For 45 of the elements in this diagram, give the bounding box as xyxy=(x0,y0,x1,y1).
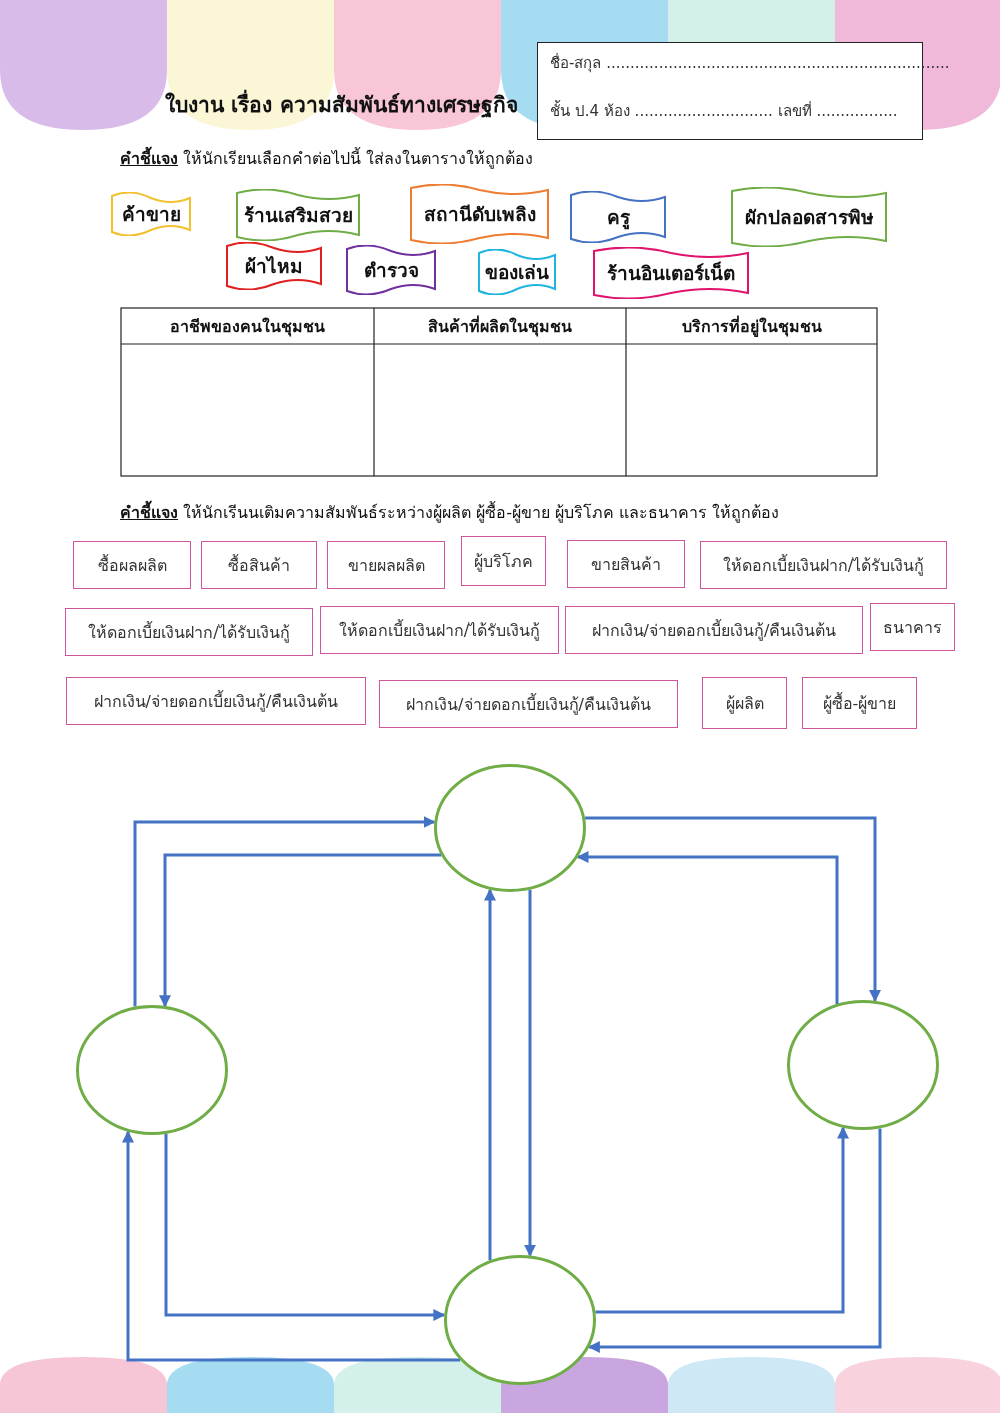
word-flag: ผักปลอดสารพิษ xyxy=(731,187,887,247)
arrow xyxy=(159,853,442,1008)
arrow xyxy=(595,1126,849,1314)
word-flag: ตำรวจ xyxy=(346,245,436,295)
table-header-cell-text: บริการที่อยู่ในชุมชน xyxy=(681,314,823,339)
word-box: ธนาคาร xyxy=(870,603,955,651)
word-box: ขายสินค้า xyxy=(567,540,685,588)
word-box: ขายผลผลิต xyxy=(327,541,445,589)
word-flag: ผ้าไหม xyxy=(226,242,322,290)
word-box: ซื้อสินค้า xyxy=(201,541,317,589)
word-box: ซื้อผลผลิต xyxy=(73,541,191,589)
arrow xyxy=(576,851,839,1004)
word-box: ให้ดอกเบี้ยเงินฝาก/ได้รับเงินกู้ xyxy=(700,541,947,589)
table-header-cell-text: อาชีพของคนในชุมชน xyxy=(168,315,326,339)
table-header-cell-text: สินค้าที่ผลิตในชุมชน xyxy=(427,314,573,339)
empty-circle xyxy=(787,1000,939,1130)
empty-circle xyxy=(434,764,586,892)
word-box: ฝากเงิน/จ่ายดอกเบี้ยเงินกู้/คืนเงินต้น xyxy=(66,677,366,725)
word-box: ให้ดอกเบี้ยเงินฝาก/ได้รับเงินกู้ xyxy=(65,608,313,656)
arrow xyxy=(133,816,436,1007)
empty-circle xyxy=(444,1255,596,1385)
word-flag: ค้าขาย xyxy=(111,192,191,236)
word-flag: ร้านเสริมสวย xyxy=(236,189,360,241)
arrow xyxy=(524,889,536,1257)
word-box: ผู้ผลิต xyxy=(702,677,787,729)
word-box: ฝากเงิน/จ่ายดอกเบี้ยเงินกู้/คืนเงินต้น xyxy=(379,680,678,728)
arrow xyxy=(587,1128,882,1353)
arrow xyxy=(585,816,881,1002)
word-flag: ครู xyxy=(570,191,666,243)
arrow xyxy=(122,1130,461,1362)
fill-in-line: ชั้น ป.4 ห้อง ............................. เลขที่ ................. xyxy=(550,99,898,122)
word-flag: สถานีดับเพลิง xyxy=(410,184,549,244)
worksheet-title: ใบงาน เรื่อง ความสัมพันธ์ทางเศรษฐกิจ xyxy=(165,88,518,121)
empty-circle xyxy=(76,1005,228,1135)
word-flag: ร้านอินเตอร์เน็ต xyxy=(593,247,749,299)
fill-in-line: ชื่อ-สกุล ........................................................................ xyxy=(550,52,950,75)
instruction-text: คำชี้แจง ให้นักเรียนเลือกคำต่อไปนี้ ใส่ลงในตารางให้ถูกต้อง xyxy=(120,146,534,171)
word-flag: ของเล่น xyxy=(478,249,556,295)
word-box: ผู้บริโภค xyxy=(461,536,546,586)
word-box: ให้ดอกเบี้ยเงินฝาก/ได้รับเงินกู้ xyxy=(320,606,559,654)
arrow xyxy=(164,1133,446,1321)
word-box: ฝากเงิน/จ่ายดอกเบี้ยเงินกู้/คืนเงินต้น xyxy=(565,606,863,654)
instruction-text: คำชี้แจง ให้นักเรีนนเติมความสัมพันธ์ระหว่างผู้ผลิต ผู้ซื้อ-ผู้ขาย ผู้บริโภค และธนาคาร ให้ถูกต้อง xyxy=(120,500,780,525)
arrow xyxy=(484,888,496,1261)
word-box: ผู้ซื้อ-ผู้ขาย xyxy=(802,677,917,729)
